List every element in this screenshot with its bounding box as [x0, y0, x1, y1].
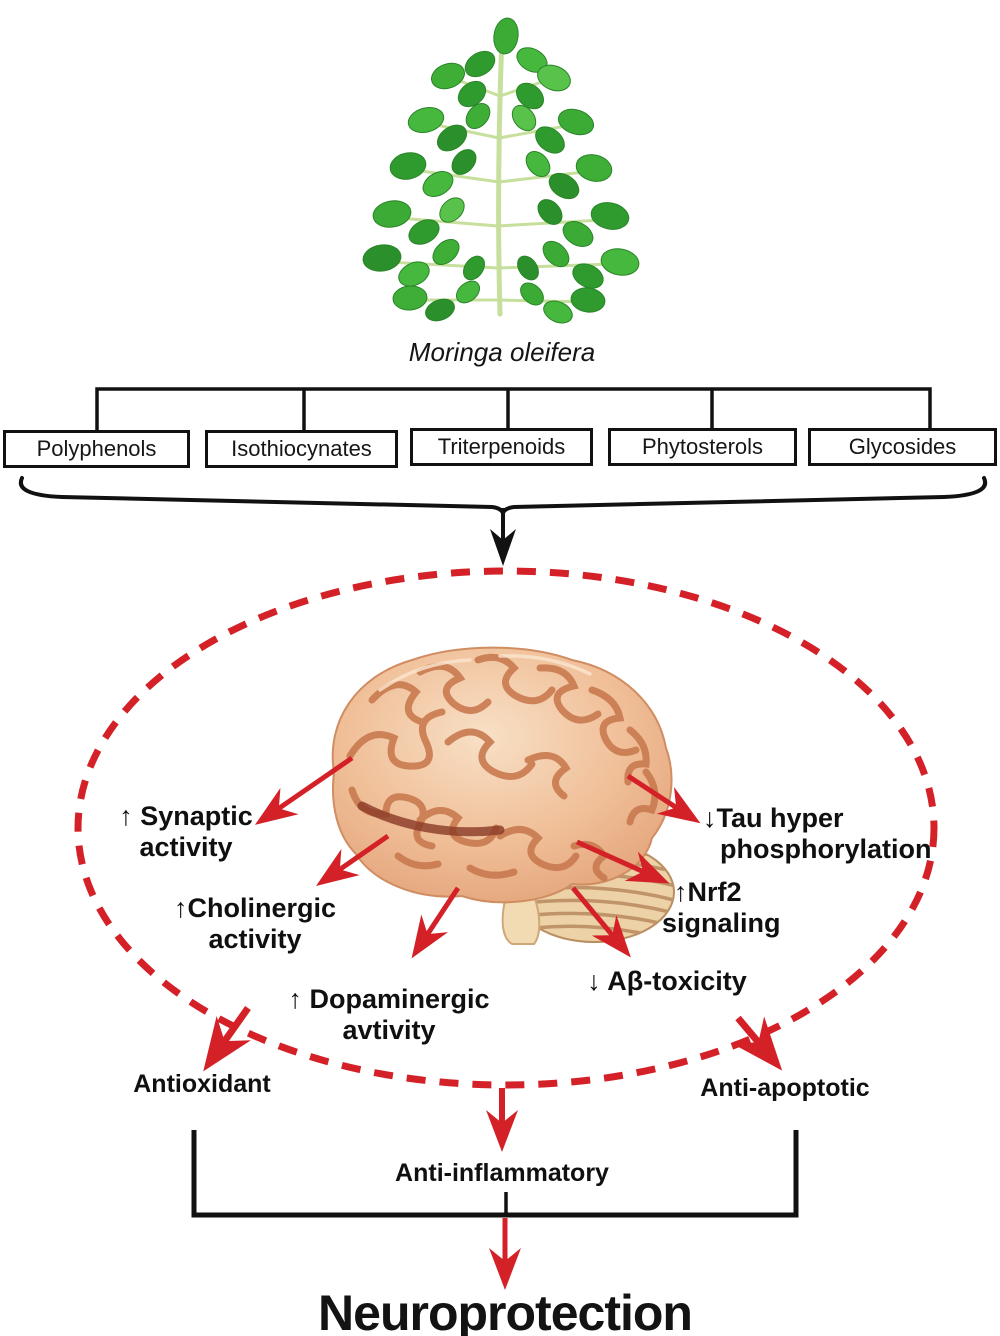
compound-box-isothiocynates: Isothiocynates [205, 430, 398, 468]
effect-nrf2-line2: signaling [662, 908, 781, 938]
moringa-plant-icon [362, 17, 640, 324]
compound-box-glycosides: Glycosides [808, 428, 997, 466]
arrow-to-antioxidant [203, 1005, 251, 1072]
effect-tau-line1: ↓Tau hyper [703, 803, 844, 833]
effect-abeta-line1: ↓ Aβ-toxicity [587, 966, 747, 996]
effect-tau-line2: phosphorylation [720, 834, 932, 864]
effect-cholinergic-activity: ↑Cholinergic activity [174, 893, 336, 955]
effect-nrf2-signaling: ↑Nrf2 signaling [662, 877, 781, 939]
compound-tree-connector [95, 387, 932, 430]
effect-abeta-toxicity: ↓ Aβ-toxicity [587, 966, 747, 997]
arrow-to-synaptic [254, 755, 354, 825]
arrow-to-anti-apoptotic [731, 1015, 783, 1071]
final-outcome-neuroprotection: Neuroprotection [318, 1285, 693, 1336]
compound-box-phytosterols: Phytosterols [608, 428, 797, 466]
effect-cholinergic-line1: ↑Cholinergic [173, 893, 337, 923]
effect-dopaminergic-line1: ↑ Dopaminergic [288, 984, 490, 1014]
outcome-antioxidant: Antioxidant [133, 1070, 271, 1098]
effect-cholinergic-line2: activity [208, 924, 302, 954]
outcomes-bracket [191, 1130, 799, 1218]
curly-brace [18, 476, 988, 519]
arrow-to-cholinergic [315, 833, 390, 886]
outcome-anti-apoptotic: Anti-apoptotic [700, 1074, 870, 1102]
effect-tau-hyperphosphorylation: ↓Tau hyper phosphorylation [703, 803, 932, 865]
effect-synaptic-activity: ↑ Synaptic activity [119, 801, 253, 863]
arrow-to-dopaminergic [411, 886, 461, 959]
species-label: Moringa oleifera [408, 337, 596, 367]
effect-synaptic-line1: ↑ Synaptic [119, 801, 253, 831]
effect-synaptic-line2: activity [139, 832, 233, 862]
brain-icon [331, 646, 675, 945]
compound-box-triterpenoids: Triterpenoids [410, 428, 593, 466]
effect-dopaminergic-line2: avtivity [342, 1015, 436, 1045]
compound-box-polyphenols: Polyphenols [3, 430, 190, 468]
arrow-to-abeta [571, 886, 631, 958]
effects-dashed-ellipse [74, 567, 938, 1089]
effect-dopaminergic-activity: ↑ Dopaminergic avtivity [288, 984, 489, 1046]
effect-nrf2-line1: ↑Nrf2 [674, 877, 742, 907]
arrow-to-nrf2 [575, 839, 670, 884]
outcome-anti-inflammatory: Anti-inflammatory [395, 1159, 609, 1187]
arrow-to-tau [626, 773, 701, 824]
